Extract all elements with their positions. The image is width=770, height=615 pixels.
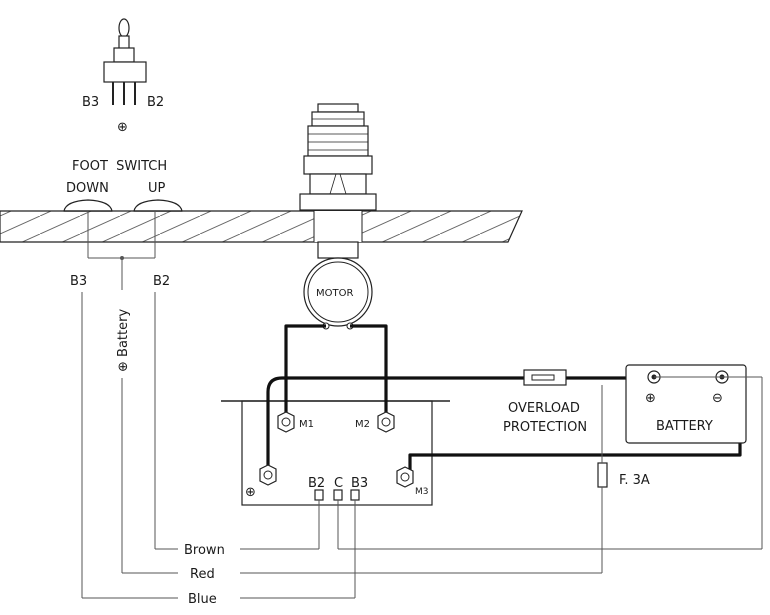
- battery: [625, 364, 747, 444]
- terminal-plus: [259, 464, 277, 486]
- battery-plus-icon: ⊕: [645, 391, 656, 406]
- terminal-m3-label: M3: [415, 487, 429, 497]
- windlass-drum: [299, 103, 377, 211]
- battery-label: BATTERY: [656, 419, 713, 434]
- terminal-b2: [314, 489, 324, 501]
- terminal-m1: [277, 411, 295, 433]
- overload-label-line2: PROTECTION: [503, 420, 587, 435]
- toggle-switch: [103, 18, 147, 105]
- deck: [0, 210, 523, 243]
- foot-switch-terminal-b2: B2: [153, 274, 170, 289]
- signal-wiring: [81, 262, 602, 599]
- overload-label-line1: OVERLOAD: [508, 401, 580, 416]
- terminal-c-label: C: [334, 476, 343, 491]
- toggle-pin-b2: B2: [147, 95, 164, 110]
- foot-switch-down-label: DOWN: [66, 181, 109, 196]
- terminal-m3: [396, 466, 414, 488]
- toggle-pin-b3: B3: [82, 95, 99, 110]
- foot-switch-terminal-b3: B3: [70, 274, 87, 289]
- wire-label-brown: Brown: [184, 543, 225, 558]
- battery-minus-icon: ⊖: [712, 391, 723, 406]
- motor: [303, 241, 373, 330]
- terminal-m2-label: M2: [355, 419, 370, 430]
- foot-switch-up-label: UP: [148, 181, 166, 196]
- terminal-b2-label: B2: [308, 476, 325, 491]
- overload-protection: [523, 369, 567, 386]
- foot-switch-up: [133, 199, 183, 212]
- toggle-polarity-icon: ⊕: [117, 120, 128, 135]
- motor-label: MOTOR: [316, 288, 353, 299]
- battery-wire-label: ⊕ Battery: [116, 309, 131, 372]
- battery-return-wiring: [337, 376, 763, 550]
- terminal-m1-label: M1: [299, 419, 314, 430]
- terminal-m2: [377, 411, 395, 433]
- terminal-b3-label: B3: [351, 476, 368, 491]
- wire-label-blue: Blue: [188, 592, 217, 607]
- wire-label-red: Red: [190, 567, 215, 582]
- fuse-label: F. 3A: [619, 473, 650, 488]
- foot-switch-title: FOOT SWITCH: [72, 159, 167, 174]
- terminal-b3: [350, 489, 360, 501]
- fuse: [597, 385, 608, 573]
- control-box: [221, 400, 450, 506]
- foot-switch-down: [63, 199, 113, 212]
- terminal-plus-icon: ⊕: [245, 485, 256, 500]
- foot-switch-wiring: [87, 211, 156, 262]
- terminal-c: [333, 489, 343, 501]
